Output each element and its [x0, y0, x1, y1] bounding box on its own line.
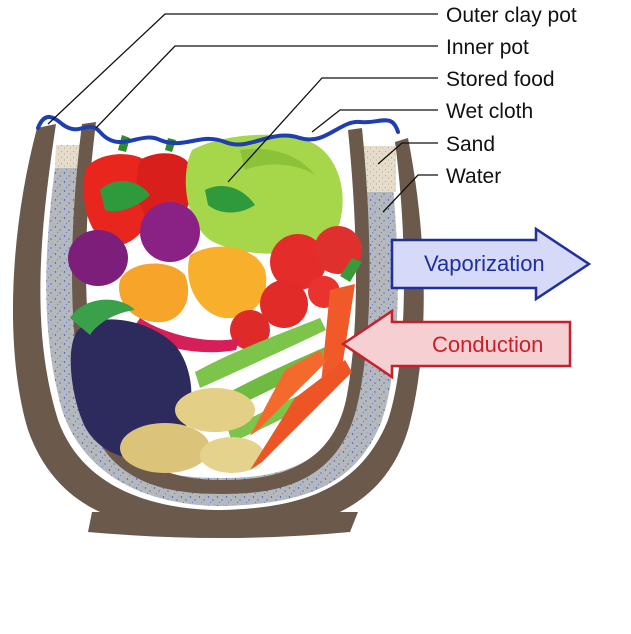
- wet-cloth: [36, 115, 400, 147]
- lettuce-shade: [240, 148, 315, 175]
- beet: [68, 230, 128, 286]
- potato: [200, 437, 264, 473]
- conduction-label: Conduction: [432, 332, 543, 357]
- red-chili: [132, 318, 240, 353]
- label-stored-food: Stored food: [446, 68, 555, 91]
- herb-leaves: [100, 180, 255, 213]
- label-sand: Sand: [446, 133, 495, 156]
- stored-food: [68, 134, 362, 473]
- tomato: [270, 234, 326, 290]
- label-wet-cloth: Wet cloth: [446, 100, 533, 123]
- carrot: [250, 360, 352, 470]
- sand-layer-right: [360, 146, 396, 192]
- leader-stored-food: [227, 77, 438, 183]
- orange-pepper: [188, 246, 267, 319]
- vaporization-arrow-shape: [390, 226, 592, 302]
- leader-water: [382, 174, 438, 213]
- carrot-top: [340, 258, 362, 282]
- eggplant-cap: [70, 299, 135, 335]
- potato: [175, 388, 255, 432]
- pepper-stem: [118, 135, 176, 152]
- leader-lines: [47, 13, 438, 213]
- tomato: [260, 280, 308, 328]
- label-water: Water: [446, 165, 501, 188]
- carrot: [320, 284, 355, 395]
- orange-pepper: [119, 263, 189, 323]
- conduction-arrow-shape: [340, 308, 572, 380]
- vaporization-label: Vaporization: [424, 251, 545, 276]
- vaporization-arrow: Vaporization: [390, 226, 592, 302]
- carrot: [250, 350, 326, 436]
- pea-pod: [195, 318, 326, 388]
- leader-inner-pot: [95, 45, 438, 129]
- outer-clay-pot: [12, 124, 424, 538]
- leader-sand: [377, 142, 438, 165]
- leader-outer-clay-pot: [47, 13, 438, 125]
- sand-layer: [55, 145, 82, 168]
- beet: [140, 202, 200, 262]
- potato: [120, 423, 210, 473]
- labels: Outer clay pot Inner pot Stored food Wet…: [446, 4, 577, 188]
- leader-wet-cloth: [311, 109, 438, 133]
- tomato: [230, 310, 270, 350]
- conduction-arrow: Conduction: [340, 308, 572, 380]
- label-inner-pot: Inner pot: [446, 36, 529, 59]
- label-outer-clay-pot: Outer clay pot: [446, 4, 577, 27]
